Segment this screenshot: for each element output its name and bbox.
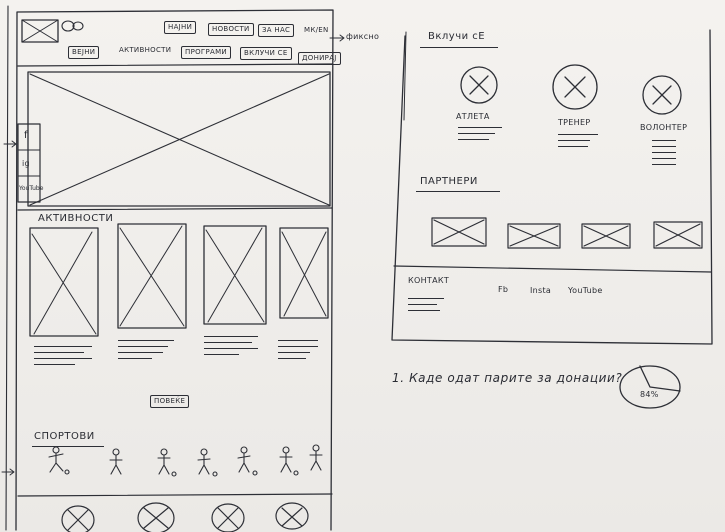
left-margin-line <box>5 5 9 531</box>
header-arrow <box>329 34 345 42</box>
get-involved-title: Вклучи сЕ <box>428 31 486 42</box>
role-label-volunteer[interactable]: ВОЛОНТЕР <box>640 123 688 132</box>
nav-item[interactable]: НАЈНИ <box>164 21 197 34</box>
donation-question: 1. Каде одат парите за донации? <box>392 371 623 385</box>
sports-title: СПОРТОВИ <box>34 431 95 442</box>
partners-underline <box>416 191 500 197</box>
logo-placeholder <box>21 19 84 43</box>
bottom-circle-placeholders <box>61 502 309 532</box>
hero-image-placeholder <box>27 71 331 207</box>
donation-pie-sketch <box>619 365 681 409</box>
instagram-icon[interactable]: ig <box>22 159 30 168</box>
contact-text-lines <box>408 298 444 316</box>
activities-title: АКТИВНОСТИ <box>38 213 114 224</box>
sports-title-underline <box>32 446 104 452</box>
role-text-lines <box>652 140 676 170</box>
nav-item[interactable]: НОВОСТИ <box>208 23 254 36</box>
role-label-athlete[interactable]: АТЛЕТА <box>456 112 490 121</box>
nav-item[interactable]: АКТИВНОСТИ <box>119 46 172 54</box>
sports-divider <box>17 493 333 497</box>
nav-item[interactable]: ЗА НАС <box>258 24 295 37</box>
page-frame <box>15 9 334 531</box>
right-frame-overlap <box>403 31 407 121</box>
facebook-icon[interactable]: f <box>24 130 29 141</box>
right-frame <box>391 29 713 345</box>
contact-link-instagram[interactable]: Insta <box>530 286 552 295</box>
role-text-lines <box>558 134 598 152</box>
donation-percent: 84% <box>640 390 659 399</box>
footer-divider <box>393 265 712 273</box>
role-text-lines <box>458 127 502 145</box>
more-activities-button[interactable]: ПОВЕЌЕ <box>150 395 190 408</box>
partner-logo-placeholders <box>431 217 703 249</box>
activity-text-lines <box>118 340 174 364</box>
sports-icons <box>48 444 323 477</box>
header-divider <box>17 63 333 67</box>
hero-divider <box>17 207 333 211</box>
role-circle-placeholders <box>460 64 682 115</box>
social-sidebar-frame <box>17 123 41 203</box>
activity-card-images <box>29 223 329 337</box>
donate-button[interactable]: ДОНИРАЈ <box>298 52 341 65</box>
arrow-to-sidebar <box>3 140 17 148</box>
youtube-icon[interactable]: YouTube <box>19 185 44 192</box>
contact-link-facebook[interactable]: Fb <box>498 285 509 294</box>
fixed-header-annotation: фиксно <box>346 32 380 41</box>
nav-item[interactable]: ПРОГРАМИ <box>181 46 231 59</box>
nav-item[interactable]: ВЕЈНИ <box>68 46 100 59</box>
contact-link-youtube[interactable]: YouTube <box>568 286 603 295</box>
language-toggle[interactable]: МК/EN <box>304 26 329 34</box>
activity-text-lines <box>34 346 92 370</box>
nav-item[interactable]: ВКЛУЧИ СЕ <box>240 47 292 60</box>
contact-title: КОНТАКТ <box>408 276 450 285</box>
arrow-to-sports <box>1 468 15 476</box>
get-involved-underline <box>420 47 498 53</box>
activity-text-lines <box>278 340 318 364</box>
partners-title: ПАРТНЕРИ <box>420 176 478 187</box>
activity-text-lines <box>204 336 258 360</box>
role-label-coach[interactable]: ТРЕНЕР <box>558 118 591 127</box>
